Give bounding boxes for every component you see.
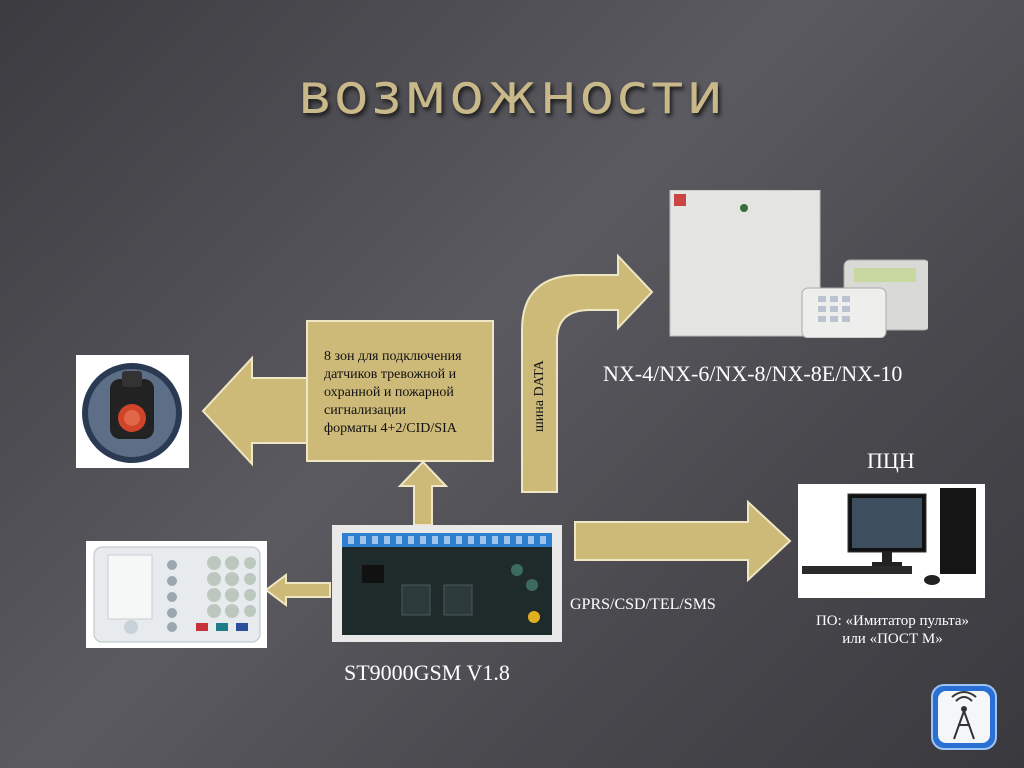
software-label: ПО: «Имитатор пульта» или «ПОСТ М» bbox=[800, 612, 985, 648]
slide-title: возможности bbox=[298, 62, 726, 127]
keypad-image bbox=[86, 541, 267, 648]
board-icon bbox=[342, 533, 552, 635]
keypad-icon bbox=[93, 546, 261, 643]
bus-data-label: шина DATA bbox=[532, 360, 547, 432]
pcn-label: ПЦН bbox=[867, 448, 915, 473]
zones-line-5: форматы 4+2/CID/SIA bbox=[324, 421, 457, 436]
alarm-button-icon bbox=[82, 363, 182, 463]
zones-info-box: 8 зон для подключения датчиков тревожной… bbox=[306, 320, 494, 462]
software-line-2: или «ПОСТ М» bbox=[842, 631, 943, 647]
arrow-to-pcn bbox=[574, 499, 792, 583]
pcn-computer-image bbox=[798, 484, 985, 598]
arrow-to-keypad bbox=[264, 573, 331, 607]
arrow-bus-data bbox=[521, 253, 654, 493]
zones-line-3: охранной и пожарной bbox=[324, 385, 454, 400]
channels-label: GPRS/CSD/TEL/SMS bbox=[570, 596, 716, 613]
zones-line-2: датчиков тревожной и bbox=[324, 367, 457, 382]
arrow-to-zones-box bbox=[397, 460, 449, 526]
computer-icon bbox=[802, 488, 976, 585]
zones-line-1: 8 зон для подключения bbox=[324, 349, 462, 364]
antenna-icon-graphic bbox=[931, 684, 997, 750]
zones-line-4: сигнализации bbox=[324, 403, 406, 418]
panel-models-label: NX-4/NX-6/NX-8/NX-8E/NX-10 bbox=[603, 361, 903, 386]
board-image bbox=[332, 525, 562, 642]
control-panel-icon bbox=[669, 189, 931, 339]
software-line-1: ПО: «Имитатор пульта» bbox=[815, 613, 970, 629]
alarm-button-image bbox=[76, 355, 189, 468]
control-panel-image bbox=[668, 189, 931, 339]
device-label: ST9000GSM V1.8 bbox=[344, 660, 510, 685]
arrow-to-alarm-button bbox=[201, 355, 309, 467]
antenna-icon[interactable] bbox=[930, 683, 998, 751]
